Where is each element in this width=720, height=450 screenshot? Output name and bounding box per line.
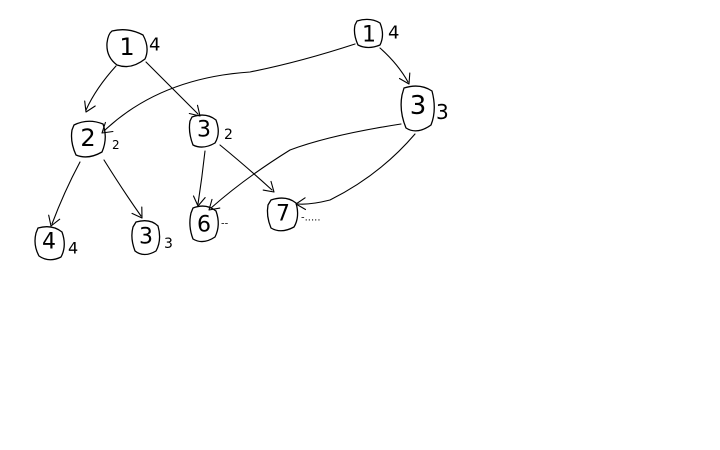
node-outline [266,197,299,232]
edge-a-to-b [84,65,117,113]
node-label: 3 [410,91,427,121]
edge-line [379,47,409,83]
edge-line [297,133,416,205]
arrow-head-icon [188,104,201,117]
node-label: 3 [197,118,211,143]
node-label: 4 [42,230,56,255]
node-outline [131,220,161,256]
node-outline [34,226,65,261]
edge-b-to-d [48,161,81,227]
edge-b-to-e [103,159,143,219]
edge-a-to-c [145,61,201,117]
node-label: 1 [119,33,134,61]
node-g: 7 -..... [266,197,321,232]
node-side-label: 4 [149,35,160,56]
edge-line [197,150,206,205]
edge-c-to-f [192,150,206,207]
arrow-head-icon [262,180,275,193]
arrow-head-icon [131,206,143,219]
edge-h-to-b [101,43,356,134]
node-side-label: -- [221,219,229,230]
node-outline [106,29,148,68]
node-outline [400,85,435,132]
node-label: 2 [80,124,95,152]
edge-line [103,43,356,132]
edge-line [210,123,402,209]
node-side-label: 3 [164,236,173,252]
node-label: 7 [276,202,290,227]
edge-line [51,161,81,225]
node-side-label: 2 [112,138,120,152]
node-outline [70,120,106,158]
edge-line [219,144,273,191]
node-side-label: 2 [224,127,233,143]
node-side-label: 3 [436,100,449,124]
edges-layer [48,43,416,227]
edge-h-to-i [379,47,411,85]
node-outline [188,114,219,148]
node-label: 1 [362,23,376,48]
node-label: 3 [139,225,153,250]
arrow-head-icon [84,100,96,113]
node-side-label: -..... [301,213,321,224]
node-outline [189,205,219,243]
edge-line [85,65,117,111]
arrow-head-icon [398,72,411,85]
node-side-label: 4 [68,239,78,258]
edge-i-to-g [295,133,416,211]
edge-i-to-f [208,123,402,211]
node-label: 6 [197,213,211,238]
edge-c-to-g [219,144,275,193]
edge-line [103,159,142,217]
arrow-head-icon [208,198,221,211]
node-outline [353,18,384,49]
node-f: 6 -- [189,205,229,243]
node-side-label: 4 [388,23,399,44]
arrow-head-icon [48,214,61,227]
